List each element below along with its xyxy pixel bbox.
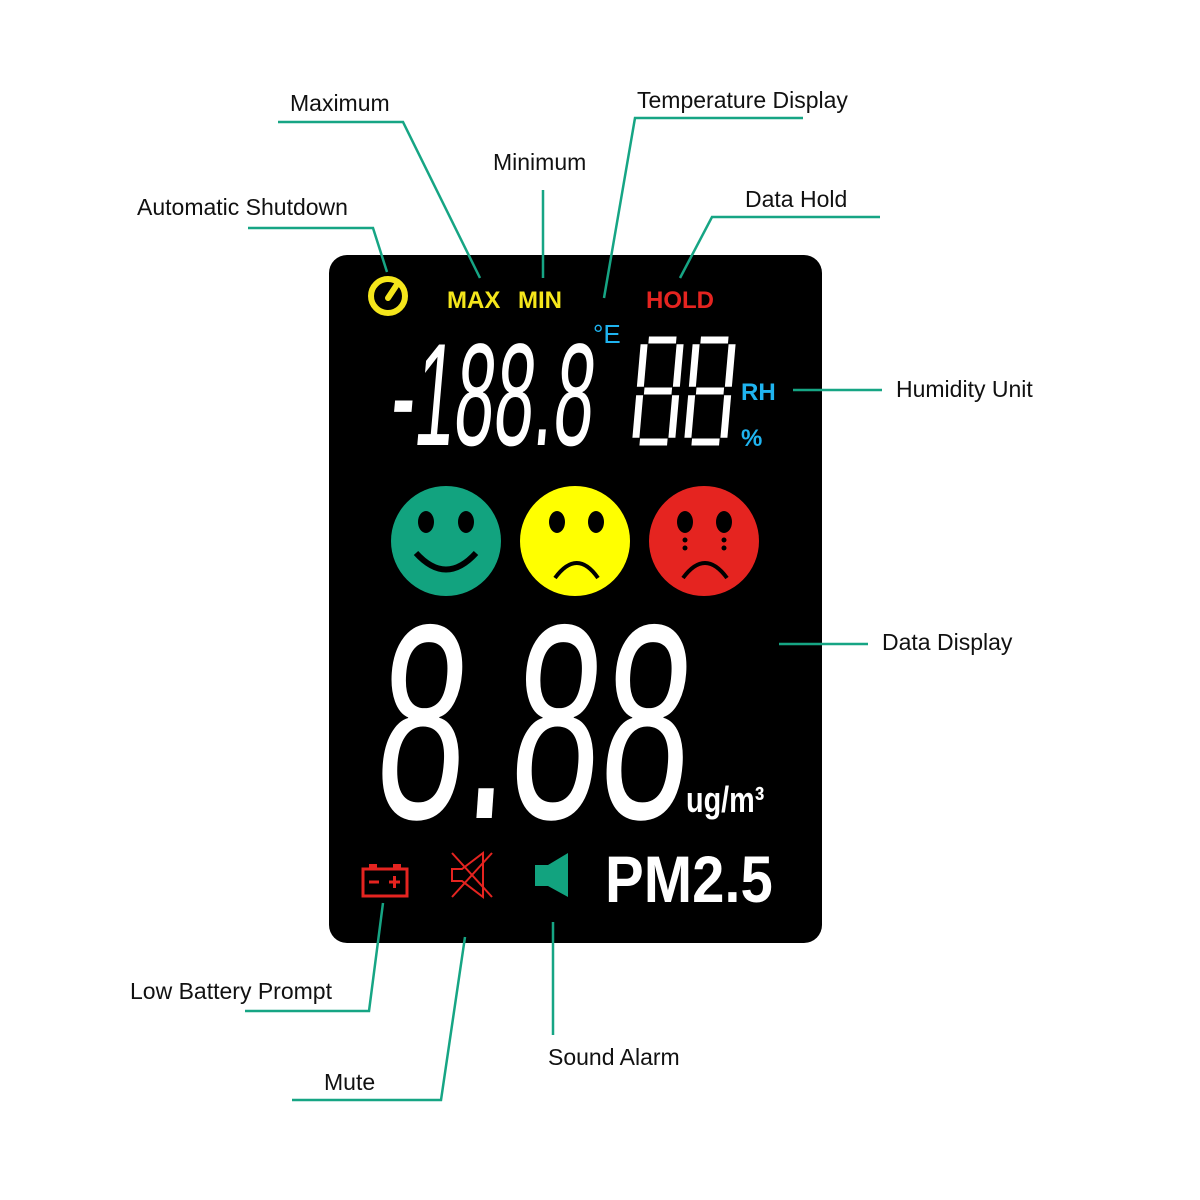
segment bbox=[668, 395, 680, 438]
min-indicator: MIN bbox=[518, 287, 562, 314]
callout-data-hold: Data Hold bbox=[745, 186, 847, 212]
crying-face-icon bbox=[649, 486, 759, 596]
humidity-readout bbox=[632, 336, 736, 446]
callout-minimum: Minimum bbox=[493, 149, 586, 175]
segment bbox=[636, 344, 648, 387]
mute-icon bbox=[451, 850, 493, 900]
percent-label: % bbox=[741, 425, 762, 452]
max-indicator: MAX bbox=[447, 287, 500, 314]
sad-face-icon bbox=[520, 486, 630, 596]
callout-temperature-display: Temperature Display bbox=[637, 87, 848, 113]
pm-readout: 8.88 bbox=[368, 568, 704, 878]
power-icon bbox=[368, 276, 408, 316]
callout-automatic-shutdown: Automatic Shutdown bbox=[137, 194, 348, 220]
leader-temperature bbox=[602, 116, 803, 299]
callout-data-display: Data Display bbox=[882, 629, 1013, 655]
hold-indicator: HOLD bbox=[646, 287, 714, 314]
leader-maximum bbox=[278, 120, 482, 279]
speaker-icon bbox=[535, 853, 568, 897]
segment bbox=[720, 395, 732, 438]
pm-unit: ug/m³ bbox=[686, 779, 764, 820]
segment bbox=[688, 344, 700, 387]
pm25-label: PM2.5 bbox=[605, 844, 773, 917]
temperature-unit: °E bbox=[593, 319, 621, 349]
battery-icon bbox=[361, 864, 409, 898]
segment bbox=[724, 344, 736, 387]
segment bbox=[672, 344, 684, 387]
leader-auto-shutdown bbox=[248, 226, 389, 273]
segment bbox=[632, 395, 644, 438]
callout-low-battery-prompt: Low Battery Prompt bbox=[130, 978, 333, 1004]
callout-mute: Mute bbox=[324, 1069, 375, 1095]
temperature-readout: -188.8 bbox=[385, 315, 602, 477]
leader-mute bbox=[292, 936, 467, 1102]
leader-lines bbox=[245, 116, 882, 1102]
segment bbox=[684, 395, 696, 438]
segment-digit bbox=[632, 336, 684, 446]
segment-digit bbox=[684, 336, 736, 446]
lcd-panel bbox=[329, 255, 822, 943]
leader-low-battery bbox=[245, 902, 385, 1013]
rh-label: RH bbox=[741, 379, 776, 406]
callout-maximum: Maximum bbox=[290, 90, 390, 116]
callout-sound-alarm: Sound Alarm bbox=[548, 1044, 680, 1070]
callout-humidity-unit: Humidity Unit bbox=[896, 376, 1033, 402]
happy-face-icon bbox=[391, 486, 501, 596]
leader-data-hold bbox=[678, 215, 880, 279]
